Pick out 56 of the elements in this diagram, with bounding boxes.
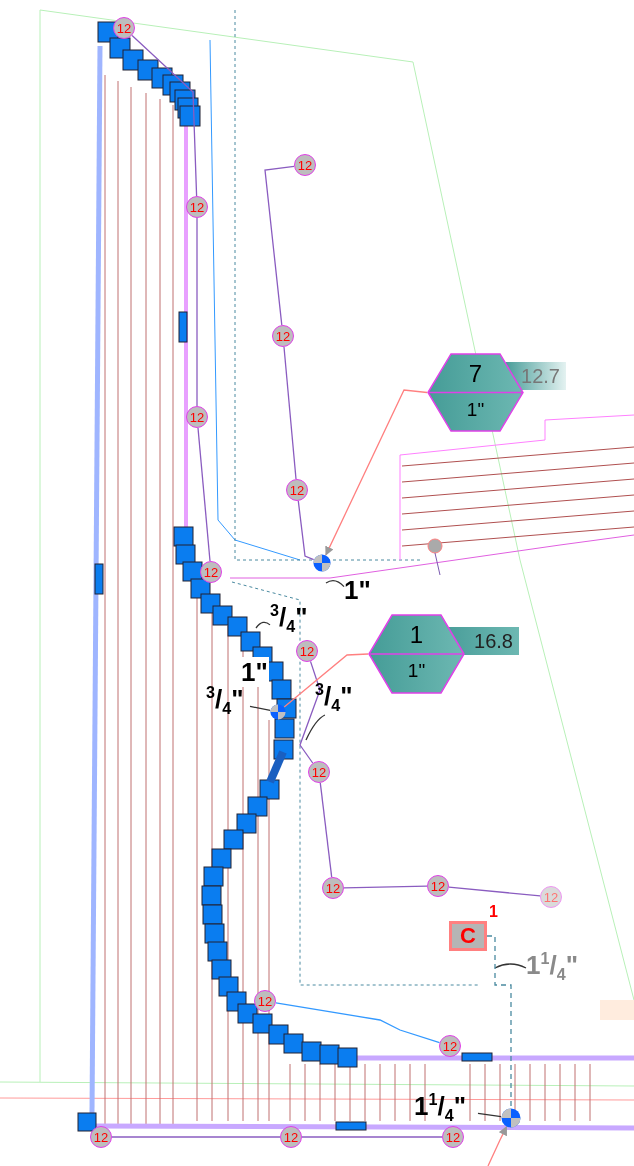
lateral-pipe [448, 886, 541, 897]
sprinkler-marker: 12 [540, 886, 562, 908]
sprinkler-marker: 12 [322, 877, 344, 899]
lateral-pipe [197, 427, 211, 562]
pipe-size-text: 1" [465, 400, 486, 419]
sprinkler-marker: 12 [439, 1035, 461, 1057]
pipe-size-label: 1$^{1}$/$_{4}$" [414, 1093, 466, 1119]
pipe-size-label: 1" [344, 577, 371, 603]
lateral-pipe [477, 1112, 502, 1118]
lateral-pipe [111, 1136, 281, 1138]
sprinkler-marker: 12 [272, 325, 294, 347]
controller-box: C [449, 921, 487, 951]
sprinkler-marker: 12 [296, 640, 318, 662]
lateral-pipe [264, 165, 295, 326]
lateral-pipe [283, 653, 369, 708]
valve-icon [270, 704, 286, 720]
sprinkler-marker: 12 [442, 1126, 464, 1148]
leader-line [305, 714, 326, 741]
lateral-pipe [196, 217, 198, 407]
leader-line [494, 963, 527, 969]
sprinkler-marker: 12 [286, 479, 308, 501]
pipe-size-label: 1" [240, 657, 269, 687]
lateral-pipe [299, 660, 321, 764]
sprinkler-marker: 12 [254, 990, 276, 1012]
sprinkler-marker: 12 [280, 1126, 302, 1148]
station-number: 7 [467, 362, 484, 386]
sprinkler-marker: 12 [308, 761, 330, 783]
lateral-pipe [275, 1002, 441, 1044]
leader-arrow [487, 1126, 508, 1166]
sprinkler-marker: 12 [90, 1126, 112, 1148]
lateral-pipe [131, 34, 198, 197]
lateral-pipe [319, 782, 333, 878]
sprinkler-marker: 12 [427, 875, 449, 897]
lateral-pipe [249, 705, 271, 712]
lateral-pipe [301, 1136, 443, 1138]
pipe-size-label: 1$^{1}$/$_{4}$" [526, 952, 578, 978]
leader-line [255, 621, 271, 629]
pipe-size-label: $^{3}$/$_{4}$" [270, 604, 308, 630]
sprinkler-marker: 12 [186, 406, 208, 428]
lateral-pipe [297, 500, 315, 561]
lateral-pipe [343, 885, 428, 889]
lateral-pipe [283, 346, 297, 480]
sprinkler-marker: 12 [200, 561, 222, 583]
leader-line [325, 579, 345, 588]
valve-icon [313, 554, 331, 572]
pipe-size-label: $^{3}$/$_{4}$" [315, 683, 353, 709]
sprinkler-marker: 12 [294, 154, 316, 176]
valve-icon [501, 1108, 521, 1128]
pipe-size-label: $^{3}$/$_{4}$" [206, 686, 244, 712]
pipe-size-text: 1" [406, 661, 427, 680]
station-number: 1 [408, 623, 425, 647]
leader-arrow [325, 389, 428, 556]
station-number: 1 [489, 904, 498, 920]
sprinkler-marker: 12 [113, 17, 135, 39]
sprinkler-marker: 12 [186, 196, 208, 218]
lateral-pipe [486, 935, 512, 1109]
